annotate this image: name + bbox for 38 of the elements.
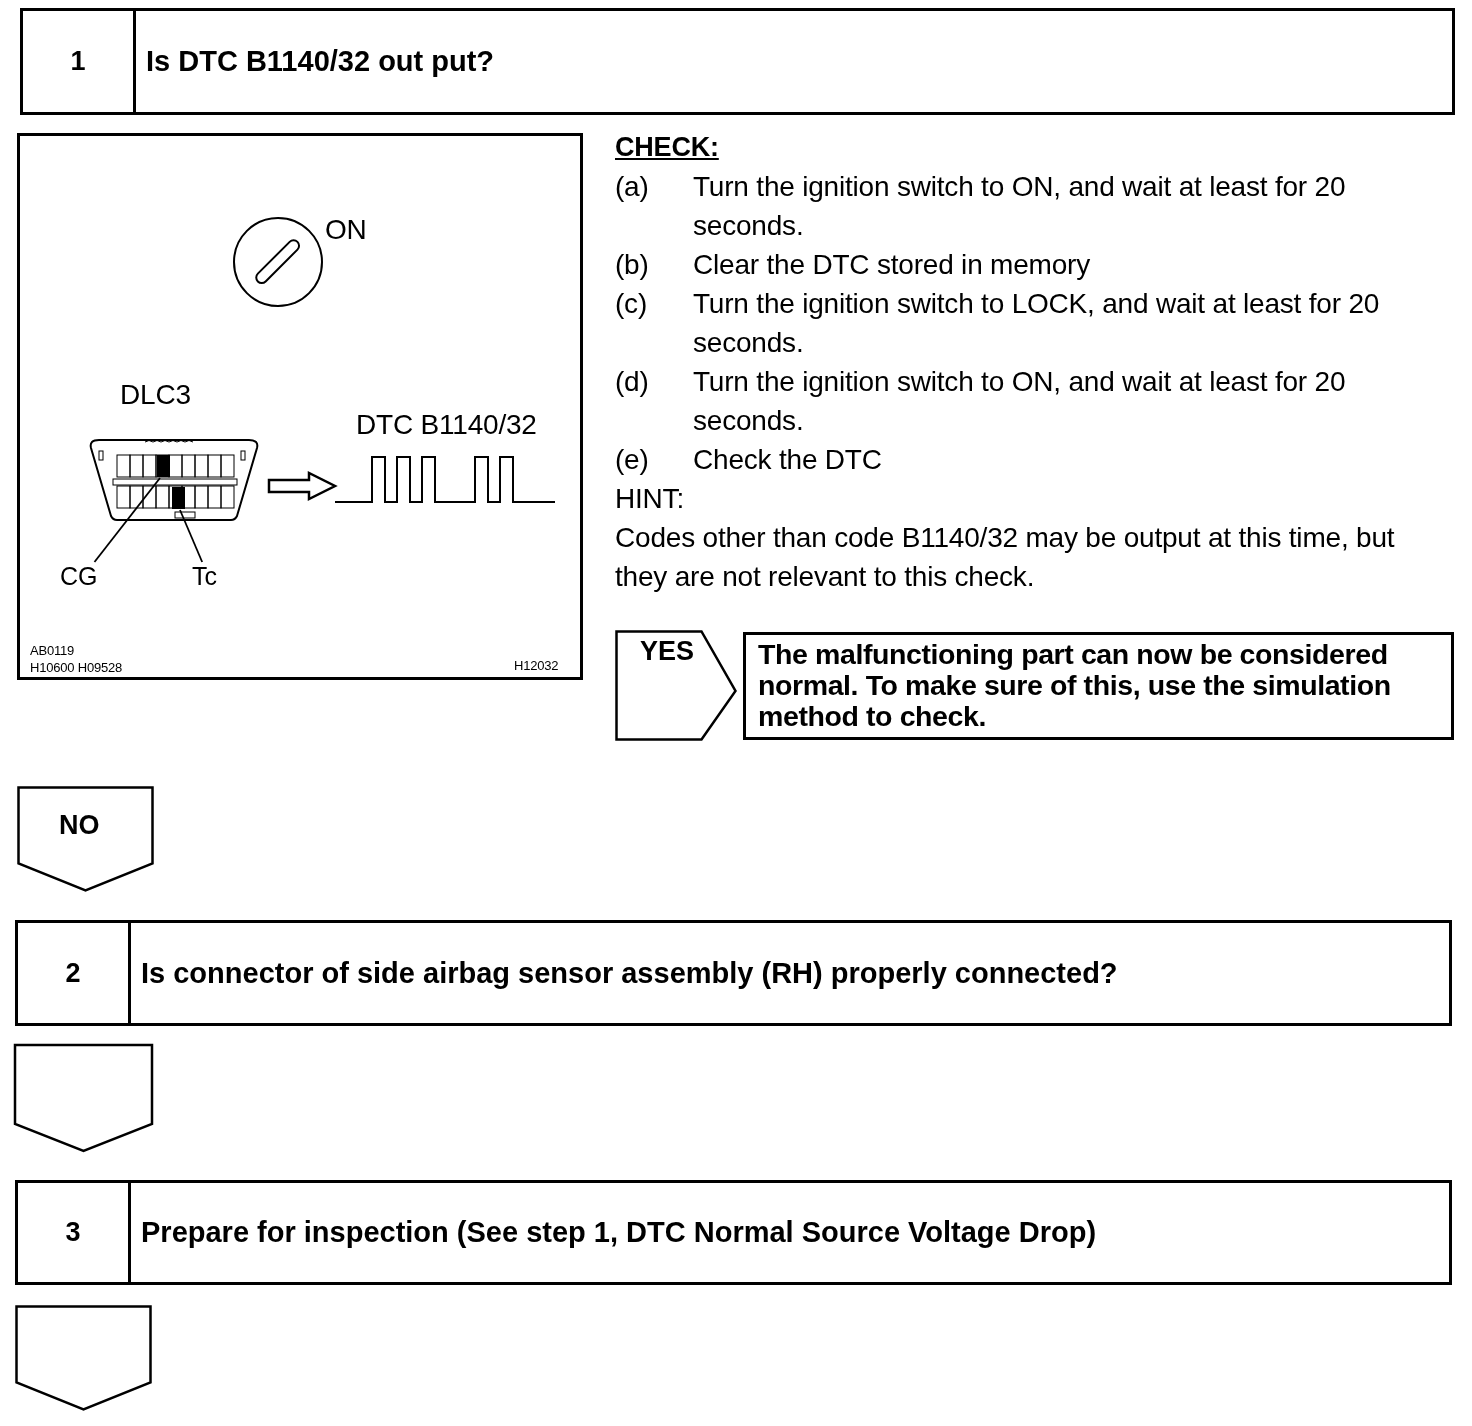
result-box	[743, 632, 1454, 740]
result-text: The malfunctioning part can now be considered normal. To make sure of this, use the simulation method to check.	[758, 639, 1392, 732]
leader-line	[179, 509, 204, 563]
hollow-arrow	[267, 470, 338, 502]
step-letter: (b)	[615, 248, 649, 282]
hint-text: Codes other than code B1140/32 may be output at this time, but they are not relevant to this check.	[615, 521, 1396, 594]
step-number: 3	[18, 1183, 131, 1282]
step-letter: (e)	[615, 443, 649, 477]
instruction-text: Turn the ignition switch to ON, and wait at least for 20 seconds.	[693, 365, 1347, 438]
figure-code: H10600 H09528	[30, 660, 123, 676]
step-box	[15, 1180, 1452, 1285]
branch-label: YES	[640, 636, 695, 667]
step-box	[20, 8, 1455, 115]
terminal-label: CG	[60, 562, 98, 590]
step-letter: (c)	[615, 287, 648, 321]
leader-line	[93, 477, 161, 563]
figure-code: AB0119	[30, 643, 75, 659]
hint-heading: HINT:	[615, 482, 684, 516]
step-number: 1	[23, 11, 136, 112]
instruction-text: Clear the DTC stored in memory	[693, 248, 1091, 282]
section-heading: CHECK:	[615, 131, 719, 164]
step-question: Is connector of side airbag sensor assembly (RH) properly connected?	[141, 956, 1118, 990]
step-letter: (a)	[615, 170, 649, 204]
instruction-text: Turn the ignition switch to LOCK, and wait at least for 20 seconds.	[693, 287, 1381, 360]
signal-label: DTC B1140/32	[356, 408, 537, 442]
instruction-text: Check the DTC	[693, 443, 883, 477]
instruction-text: Turn the ignition switch to ON, and wait at least for 20 seconds.	[693, 170, 1347, 243]
connector-name: DLC3	[120, 378, 191, 412]
step-letter: (d)	[615, 365, 649, 399]
branch-label: NO	[59, 810, 100, 841]
terminal-label: Tc	[192, 562, 217, 590]
figure-code: H12032	[514, 658, 559, 674]
down-arrow	[13, 1043, 154, 1153]
switch-position-label: ON	[325, 213, 367, 247]
step-box	[15, 920, 1452, 1026]
step-question: Prepare for inspection (See step 1, DTC Normal Source Voltage Drop)	[141, 1216, 1097, 1249]
step-question: Is DTC B1140/32 out put?	[146, 45, 495, 78]
step-number: 2	[18, 923, 131, 1023]
